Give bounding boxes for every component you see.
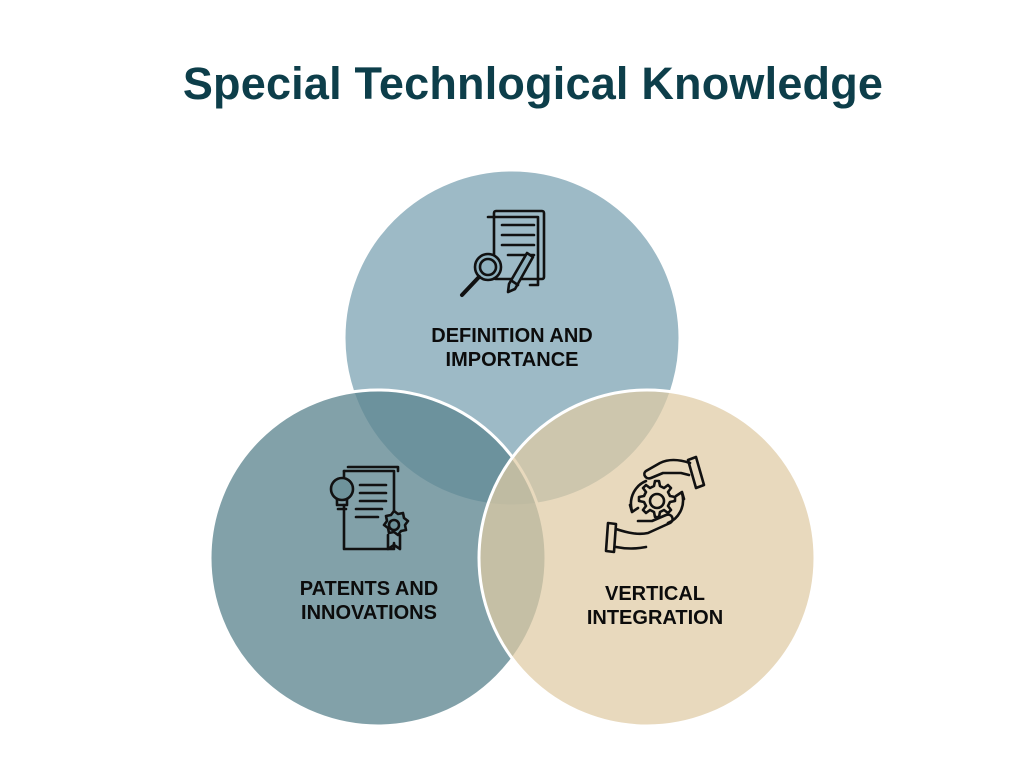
document-search-pencil-icon xyxy=(452,205,552,305)
label-definition-importance-line1: DEFINITION AND xyxy=(431,325,593,347)
label-definition-importance-line2: IMPORTANCE xyxy=(445,349,579,371)
label-vertical-integration: VERTICAL INTEGRATION xyxy=(505,582,805,630)
label-vertical-integration-line1: VERTICAL xyxy=(605,583,705,605)
label-patents-innovations: PATENTS AND INNOVATIONS xyxy=(219,577,519,625)
label-vertical-integration-line2: INTEGRATION xyxy=(586,607,724,629)
label-patents-innovations-line1: PATENTS AND xyxy=(299,578,439,600)
circle-vertical-integration xyxy=(477,388,817,728)
patent-certificate-lightbulb-icon xyxy=(326,465,416,555)
hands-gear-cycle-icon xyxy=(600,455,710,555)
label-definition-importance: DEFINITION AND IMPORTANCE xyxy=(362,324,662,372)
page-title: Special Technlogical Knowledge xyxy=(182,58,884,109)
label-patents-innovations-line2: INNOVATIONS xyxy=(301,602,437,624)
